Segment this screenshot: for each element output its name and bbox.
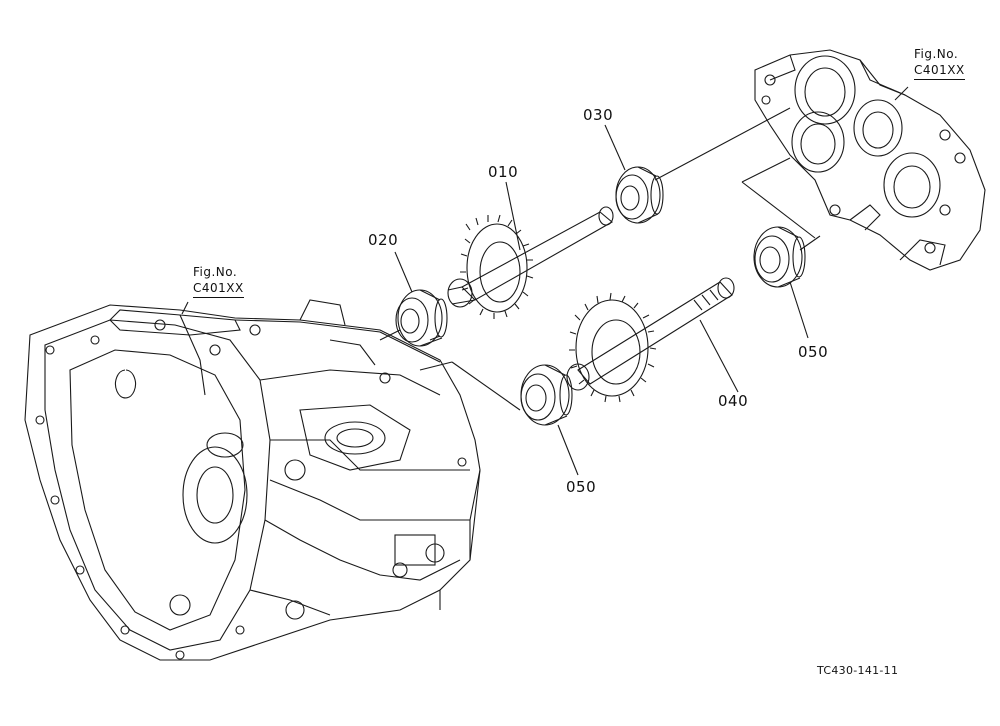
figure-reference-left-label: Fig.No.	[193, 265, 238, 279]
callout-050-upper: 050	[798, 343, 829, 361]
part-010-shaft	[447, 206, 614, 319]
part-040-shaft	[566, 277, 735, 403]
callout-040: 040	[718, 392, 749, 410]
figure-reference-right-code: C401XX	[914, 62, 965, 80]
gear-case-cover-right	[754, 49, 986, 271]
figure-reference-right: Fig.No. C401XX	[914, 46, 965, 80]
callout-030: 030	[583, 106, 614, 124]
part-050-upper-bearing	[753, 226, 806, 288]
figure-reference-right-label: Fig.No.	[914, 47, 959, 61]
callout-050-lower: 050	[566, 478, 597, 496]
part-050-lower-bearing	[520, 364, 573, 426]
transmission-housing-left	[24, 299, 481, 661]
alignment-lines	[379, 107, 821, 411]
callout-020: 020	[368, 231, 399, 249]
part-020-bearing	[395, 289, 448, 347]
part-030-bearing	[615, 166, 664, 224]
callout-010: 010	[488, 163, 519, 181]
leader-lines	[181, 86, 909, 476]
figure-reference-left-code: C401XX	[193, 280, 244, 298]
figure-reference-left: Fig.No. C401XX	[193, 264, 244, 298]
drawing-number: TC430-141-11	[817, 664, 899, 677]
